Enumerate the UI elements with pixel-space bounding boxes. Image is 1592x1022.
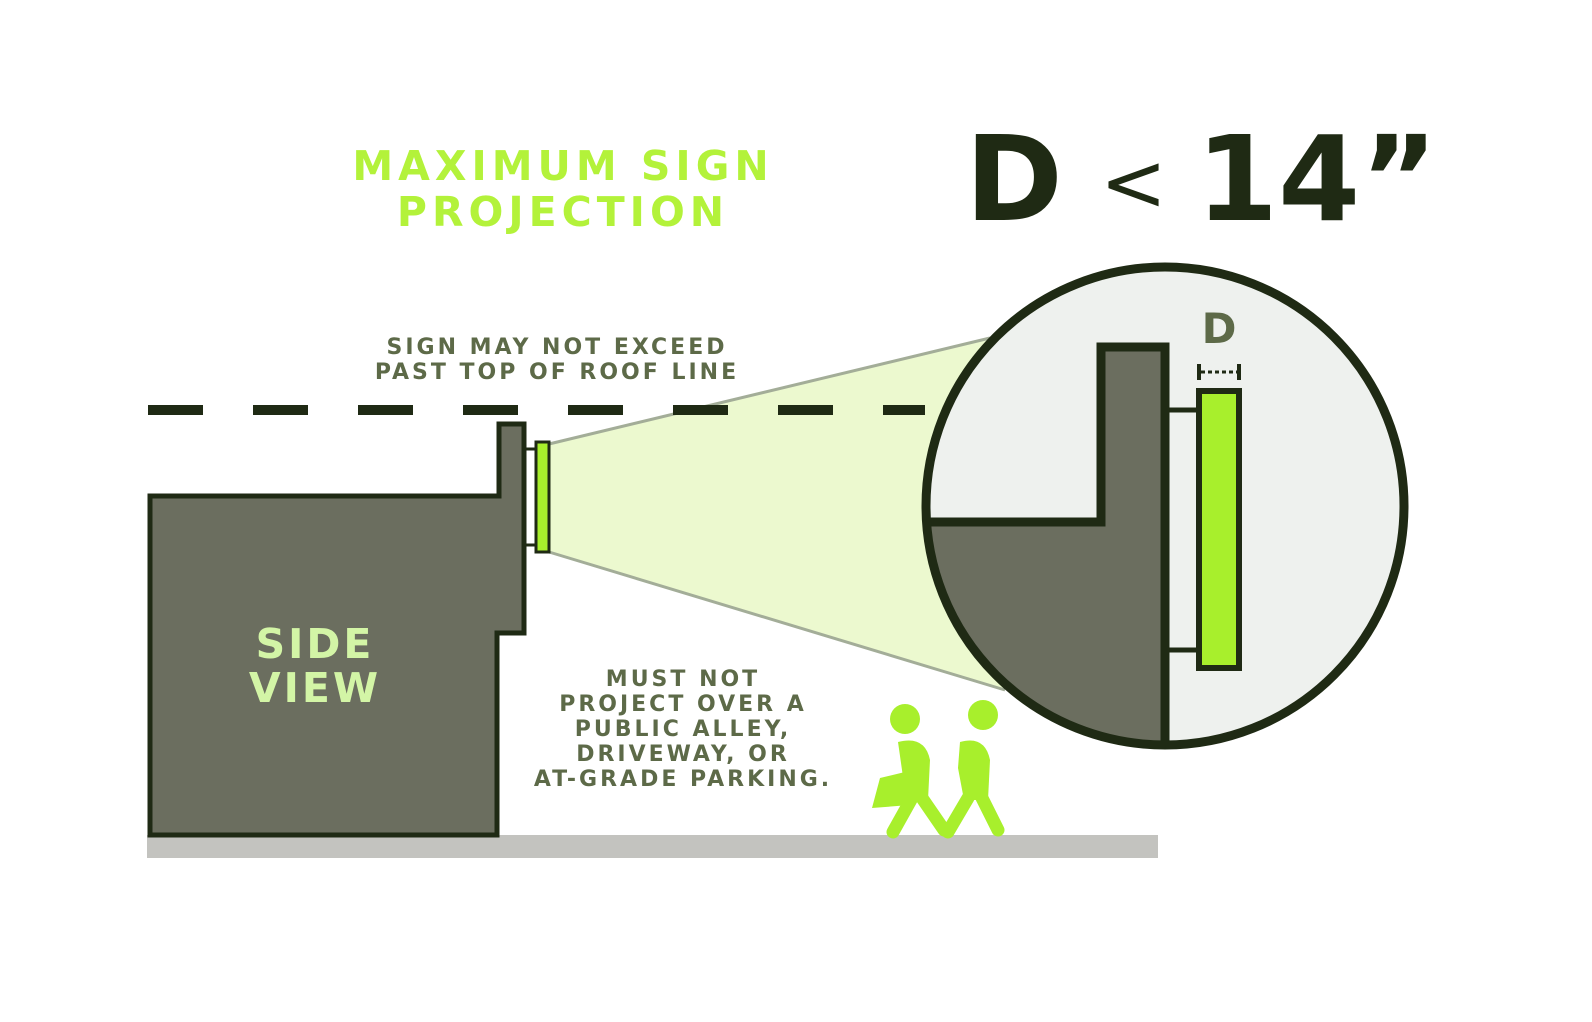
title-line-2: PROJECTION xyxy=(397,188,729,236)
pedestrians-icon xyxy=(872,700,1005,839)
roof-note-line-1: SIGN MAY NOT EXCEED xyxy=(386,335,727,360)
sign-small xyxy=(534,440,551,554)
side-view-label-line-1: SIDE xyxy=(256,620,375,668)
detail-dimension-label: D xyxy=(1202,304,1237,353)
ground xyxy=(147,835,1158,858)
alley-note-line-3: PUBLIC ALLEY, xyxy=(575,717,792,742)
formula-value: 14” xyxy=(1196,110,1438,248)
alley-note-line-4: DRIVEWAY, OR xyxy=(576,742,790,767)
roof-note-line-2: PAST TOP OF ROOF LINE xyxy=(375,360,739,385)
alley-note-line-5: AT-GRADE PARKING. xyxy=(534,767,832,792)
projection-line-top xyxy=(548,336,991,446)
detail-sign xyxy=(1196,388,1242,671)
formula-variable: D xyxy=(965,110,1063,248)
title-line-1: MAXIMUM SIGN xyxy=(352,142,773,190)
alley-note-line-2: PROJECT OVER A xyxy=(559,692,807,717)
detail-circle-outline xyxy=(921,262,1409,750)
formula-operator: < xyxy=(1100,136,1167,229)
alley-note-line-1: MUST NOT xyxy=(606,667,760,692)
projection-line-bottom xyxy=(548,550,1006,692)
building xyxy=(147,421,527,838)
side-view-label-line-2: VIEW xyxy=(249,664,381,712)
projection-beam xyxy=(549,338,1005,690)
